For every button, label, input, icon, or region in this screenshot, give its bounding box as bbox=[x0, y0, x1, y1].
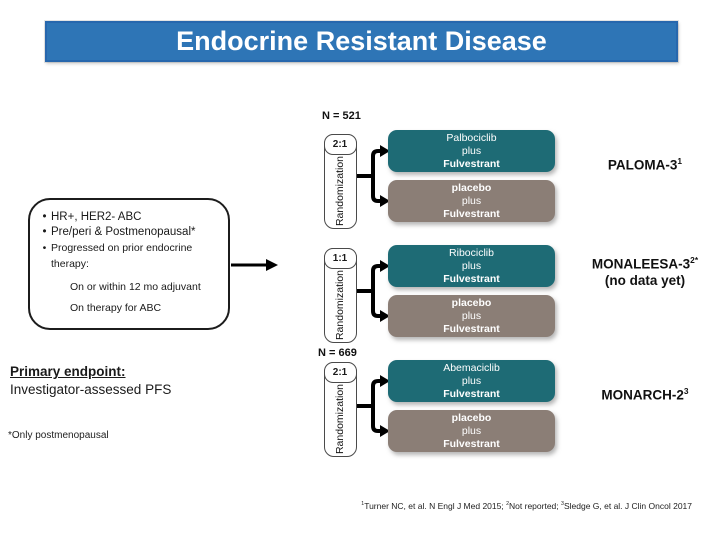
arm-conjunction: plus bbox=[461, 144, 482, 157]
randomization-ratio: 1:1 bbox=[323, 247, 357, 269]
control-arm-box: placebo plus Fulvestrant bbox=[388, 410, 555, 452]
randomization-ratio: 2:1 bbox=[323, 361, 357, 383]
trial-n-label: N = 669 bbox=[318, 347, 357, 359]
citation-text: Not reported; bbox=[509, 501, 562, 511]
randomization-label: Randomization bbox=[334, 383, 347, 455]
arm-conjunction: plus bbox=[461, 374, 482, 387]
arm-drug: placebo bbox=[451, 296, 492, 309]
footnote: *Only postmenopausal bbox=[8, 430, 109, 441]
randomization-box: 2:1 Randomization bbox=[323, 133, 357, 229]
criteria-bullet: • Progressed on prior endocrine therapy: bbox=[38, 240, 222, 272]
criteria-bullet: • HR+, HER2- ABC bbox=[38, 210, 222, 225]
arm-backbone: Fulvestrant bbox=[443, 157, 500, 170]
arm-drug: placebo bbox=[451, 181, 492, 194]
control-arm-box: placebo plus Fulvestrant bbox=[388, 180, 555, 222]
citation-superscript: 3 bbox=[561, 501, 564, 508]
trial-note: (no data yet) bbox=[604, 272, 686, 288]
criteria-bullet-text: Pre/peri & Postmenopausal* bbox=[51, 226, 196, 238]
trial-name: PALOMA-31 bbox=[607, 156, 683, 173]
arm-conjunction: plus bbox=[461, 424, 482, 437]
page-title: Endocrine Resistant Disease bbox=[176, 26, 547, 56]
branch-arrows-icon bbox=[357, 145, 390, 207]
criteria-bullet-text: HR+, HER2- ABC bbox=[51, 211, 142, 223]
bullet-icon: • bbox=[42, 242, 47, 254]
arm-backbone: Fulvestrant bbox=[443, 322, 500, 335]
experimental-arm-box: Abemaciclib plus Fulvestrant bbox=[388, 360, 555, 402]
randomization-box: 1:1 Randomization bbox=[323, 247, 357, 343]
citation-superscript: 1 bbox=[361, 501, 365, 508]
trial-name-superscript: 3 bbox=[683, 386, 689, 396]
citation-text: Sledge G, et al. J Clin Oncol 2017 bbox=[563, 501, 692, 511]
experimental-arm-box: Palbociclib plus Fulvestrant bbox=[388, 130, 555, 172]
arm-drug: Abemaciclib bbox=[443, 361, 500, 374]
eligibility-criteria-box: • HR+, HER2- ABC • Pre/peri & Postmenopa… bbox=[28, 198, 230, 330]
arm-backbone: Fulvestrant bbox=[443, 207, 500, 220]
experimental-arm-box: Ribociclib plus Fulvestrant bbox=[388, 245, 555, 287]
arm-backbone: Fulvestrant bbox=[443, 272, 500, 285]
bullet-icon: • bbox=[42, 226, 47, 238]
randomization-label: Randomization bbox=[334, 155, 347, 227]
right-arrow-icon bbox=[231, 259, 278, 271]
arm-backbone: Fulvestrant bbox=[443, 387, 500, 400]
arm-conjunction: plus bbox=[461, 309, 482, 322]
bullet-icon: • bbox=[42, 211, 47, 223]
citation: 1Turner NC, et al. N Engl J Med 2015; 2N… bbox=[361, 501, 692, 511]
randomization-label: Randomization bbox=[334, 269, 347, 341]
arm-conjunction: plus bbox=[461, 194, 482, 207]
branch-arrows-icon bbox=[357, 375, 390, 437]
primary-endpoint: Primary endpoint: Investigator-assessed … bbox=[10, 363, 171, 399]
arm-conjunction: plus bbox=[461, 259, 482, 272]
primary-endpoint-heading: Primary endpoint: bbox=[10, 364, 126, 379]
randomization-ratio: 2:1 bbox=[323, 133, 357, 155]
arm-drug: Ribociclib bbox=[449, 246, 494, 259]
trial-name: MONALEESA-32* (no data yet) bbox=[565, 252, 720, 289]
arm-drug: Palbociclib bbox=[446, 131, 497, 144]
arm-drug: placebo bbox=[451, 411, 492, 424]
control-arm-box: placebo plus Fulvestrant bbox=[388, 295, 555, 337]
trial-name-superscript: 2* bbox=[690, 255, 699, 265]
criteria-sub-item: On therapy for ABC bbox=[70, 302, 162, 314]
criteria-sub-item: On or within 12 mo adjuvant bbox=[70, 281, 201, 293]
trial-name: MONARCH-23 bbox=[601, 386, 689, 403]
title-bar: Endocrine Resistant Disease bbox=[45, 21, 678, 62]
criteria-bullet: • Pre/peri & Postmenopausal* bbox=[38, 225, 222, 240]
randomization-box: 2:1 Randomization bbox=[323, 361, 357, 457]
trial-n-label: N = 521 bbox=[322, 110, 361, 122]
citation-text: Turner NC, et al. N Engl J Med 2015; bbox=[364, 501, 507, 511]
arm-backbone: Fulvestrant bbox=[443, 437, 500, 450]
branch-arrows-icon bbox=[357, 260, 390, 322]
trial-name-superscript: 1 bbox=[677, 156, 683, 166]
citation-superscript: 2 bbox=[506, 501, 510, 508]
criteria-bullet-text: Progressed on prior endocrine therapy: bbox=[51, 242, 193, 270]
primary-endpoint-value: Investigator-assessed PFS bbox=[10, 382, 172, 397]
